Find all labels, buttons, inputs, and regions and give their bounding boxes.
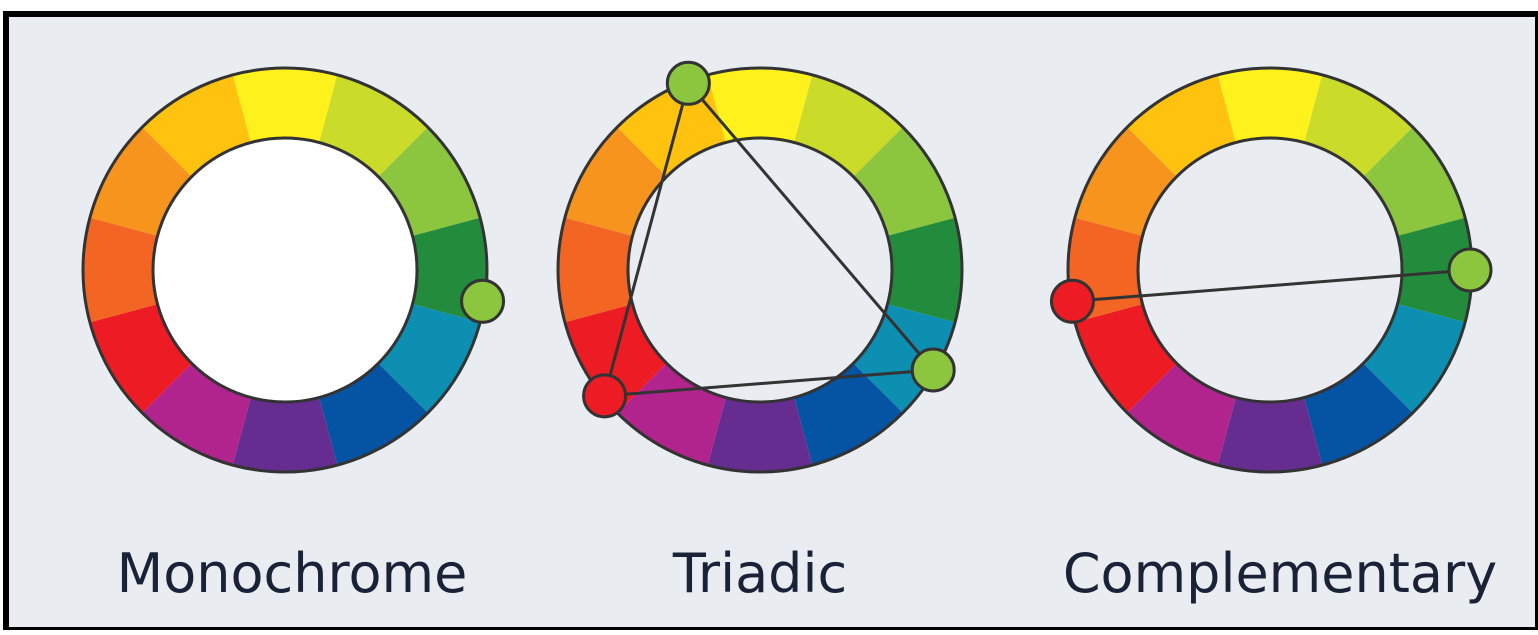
scheme-label-complementary: Complementary [1063,542,1497,605]
wheel-segment [558,218,632,323]
selected-hue-marker [584,375,626,417]
wheel-segment [708,398,813,472]
selected-hue-marker [1449,249,1491,291]
wheel-segment [708,68,813,142]
wheel-segment [1218,68,1323,142]
scheme-label-monochrome: Monochrome [117,542,468,605]
wheel-inner-edge [153,138,417,402]
selected-hue-marker [912,349,954,391]
wheel-segment [233,68,338,142]
wheel-segment [888,218,962,323]
wheel-segment [233,398,338,472]
wheel-segment [83,218,157,323]
scheme-label-triadic: Triadic [672,542,847,605]
wheel-segment [1218,398,1323,472]
wheel-inner-edge [628,138,892,402]
selected-hue-marker [1051,280,1093,322]
wheel-inner-edge [1138,138,1402,402]
selected-hue-marker [667,62,709,104]
color-wheel-triadic [558,62,962,472]
selected-hue-marker [462,280,504,322]
